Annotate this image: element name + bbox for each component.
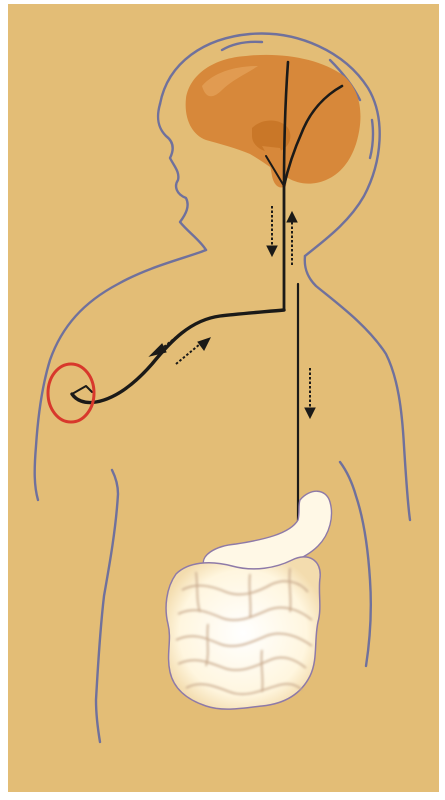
- body-nerve-diagram: [0, 0, 445, 800]
- illustration-stage: [0, 0, 445, 800]
